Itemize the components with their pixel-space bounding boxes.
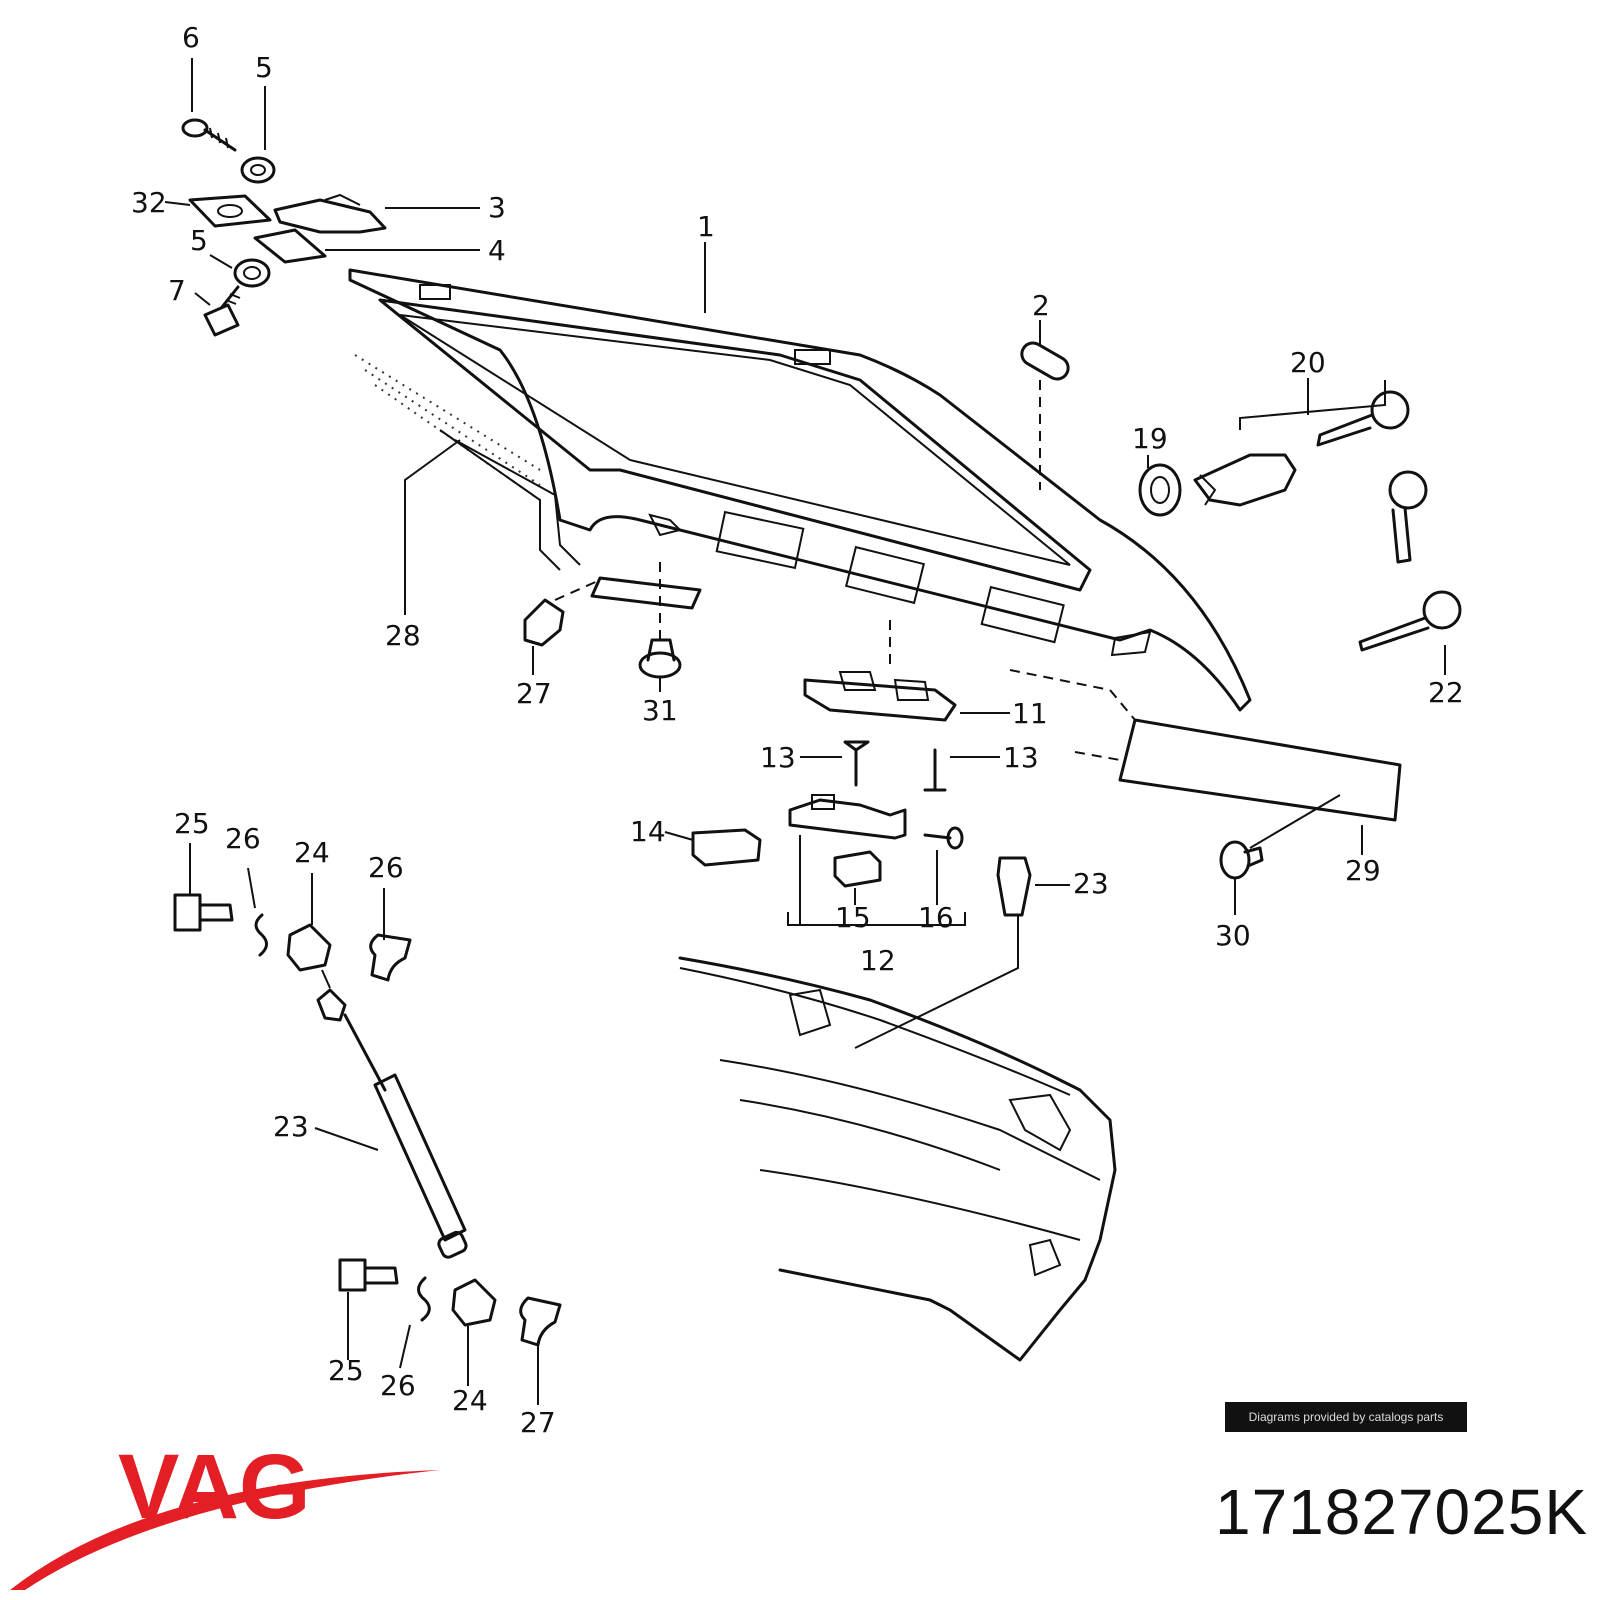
callout-14: 14 [630, 815, 666, 848]
block-15 [833, 850, 882, 888]
screw-6 [181, 118, 237, 152]
callout-20: 23 [1073, 867, 1109, 900]
callout-5: 5 [255, 51, 273, 84]
svg-text:VAG: VAG [118, 1440, 311, 1538]
callout-2: 2 [1032, 289, 1050, 322]
callout-1: 1 [697, 210, 715, 243]
lock-striker-11 [803, 671, 957, 722]
rear-body-panel [678, 956, 1117, 1362]
bracket-23-bottom [451, 1278, 497, 1327]
trim-strip-29 [1118, 718, 1402, 822]
leader-lines [164, 58, 1446, 1405]
callout-27: 27 [516, 677, 552, 710]
diagram-credit: Diagrams provided by catalogs parts [1225, 1402, 1467, 1432]
clip-30 [1219, 840, 1264, 880]
callout-24: 25 [174, 807, 210, 840]
callout-23: 24 [294, 836, 330, 869]
grommet-31 [638, 638, 682, 679]
callout-12: 12 [860, 944, 896, 977]
lock-cylinder-18 [1193, 453, 1297, 507]
lock-bracket-12 [788, 794, 907, 840]
bolt-24-top [173, 893, 234, 932]
clamp-26-top [369, 933, 412, 982]
buffer-14 [691, 828, 762, 867]
callout-5: 5 [190, 224, 208, 257]
callout-17: 19 [1132, 422, 1168, 455]
key-18-a [1316, 390, 1410, 447]
gasket-32 [188, 194, 272, 228]
screw-13-left [843, 740, 870, 787]
callout-29: 29 [1345, 854, 1381, 887]
callout-13: 13 [1003, 741, 1039, 774]
callout-26: 26 [368, 851, 404, 884]
tailgate-frame [348, 268, 1252, 712]
callout-25: 26 [225, 822, 261, 855]
seal-17 [1138, 463, 1182, 517]
callout-31: 31 [642, 694, 678, 727]
bolt-7 [203, 285, 241, 337]
callout-28: 28 [385, 619, 421, 652]
screw-16 [923, 826, 964, 850]
callout-26: 27 [520, 1406, 556, 1439]
buffer-20 [996, 856, 1032, 917]
washer-5-top [240, 156, 276, 184]
plate-4 [253, 228, 327, 264]
bolt-24-bottom [338, 1258, 399, 1292]
clamp-26-bottom [519, 1296, 562, 1347]
callout-16: 16 [918, 901, 954, 934]
vag-logo: VAG [10, 1440, 440, 1590]
gas-strut-22 [316, 988, 468, 1259]
key-19 [1358, 590, 1462, 652]
callout-7: 7 [168, 274, 186, 307]
washer-5-lower [233, 258, 271, 288]
key-18-b [1388, 470, 1428, 564]
part-number: 171827025K [1214, 1476, 1588, 1548]
callout-23: 24 [452, 1384, 488, 1417]
screw-13-right [923, 748, 947, 792]
bracket-23-top [286, 923, 332, 972]
callout-25: 26 [380, 1369, 416, 1402]
callout-4: 4 [488, 234, 506, 267]
callout-13: 13 [760, 741, 796, 774]
clip-25-top [254, 913, 268, 957]
callout-3: 3 [488, 191, 506, 224]
seal-strip-28 [590, 576, 702, 610]
callout-6: 6 [182, 21, 200, 54]
callout-24: 25 [328, 1354, 364, 1387]
callout-32: 32 [131, 186, 167, 219]
callout-22: 23 [273, 1110, 309, 1143]
callout-11: 11 [1012, 697, 1048, 730]
buffer-27 [523, 598, 565, 647]
callout-30: 30 [1215, 919, 1251, 952]
callout-18: 20 [1290, 346, 1326, 379]
callout-19: 22 [1428, 676, 1464, 709]
callout-15: 15 [835, 901, 871, 934]
clip-25-bottom [417, 1276, 431, 1322]
hinge-3 [273, 193, 387, 234]
plug-2 [1020, 341, 1070, 381]
callouts: 6 5 32 3 5 4 7 1 2 20 19 28 27 31 11 22 … [131, 21, 1464, 1439]
